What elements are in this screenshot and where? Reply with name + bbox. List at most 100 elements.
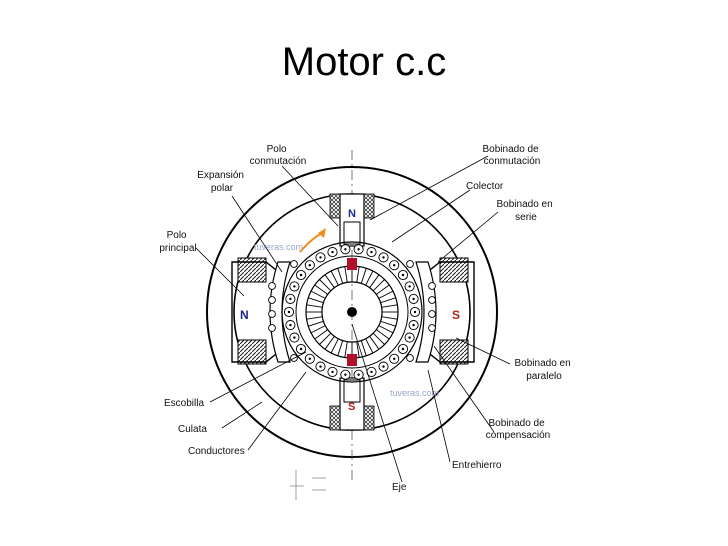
commutator-segment xyxy=(378,290,394,299)
commutation-pole-top-bar xyxy=(343,221,361,245)
pole-letter-n-left: N xyxy=(240,308,249,322)
commutator-segment xyxy=(376,329,390,340)
label-eje: Eje xyxy=(392,482,407,493)
commutator-segment xyxy=(319,332,332,345)
faint-mark xyxy=(290,470,326,500)
watermark-bottom: tuveras.com xyxy=(390,388,439,398)
conductor-dot xyxy=(293,336,296,339)
conductor-dot xyxy=(382,365,385,368)
brush-top xyxy=(347,258,357,270)
label-polo-conmutacion: Polo conmutación xyxy=(250,144,307,167)
commutation-pole-bottom xyxy=(329,377,375,431)
commutator-segment xyxy=(372,279,385,292)
commutator-segment xyxy=(356,266,360,283)
armature-outer xyxy=(281,241,423,383)
conductor-dot xyxy=(370,250,373,254)
commutator-segment xyxy=(306,316,323,320)
commutator-segment xyxy=(337,340,344,356)
commutator-segment xyxy=(381,304,398,308)
compensation-conductor xyxy=(428,324,436,332)
conductor-dot xyxy=(331,250,334,254)
compensation-conductor xyxy=(406,260,414,268)
shaft-dot xyxy=(347,307,357,317)
conductor-dot xyxy=(401,273,405,277)
compensation-winding xyxy=(268,260,436,362)
compensation-conductor xyxy=(428,310,436,318)
commutator-segment xyxy=(306,304,323,308)
label-polo-principal: Polo principal xyxy=(159,230,196,254)
label-bobinado-paralelo: Bobinado en paralelo xyxy=(515,358,574,382)
label-bobinado-serie: Bobinado en serie xyxy=(497,199,556,223)
commutator-segment xyxy=(319,279,332,292)
conductor-dot xyxy=(357,373,360,376)
slide-title: Motor c.c xyxy=(281,40,447,84)
commutator-segment xyxy=(365,270,374,286)
commutator-segment xyxy=(337,268,344,284)
commutator-segment xyxy=(369,336,380,350)
compensation-conductor xyxy=(268,296,276,304)
compensation-conductor xyxy=(268,282,276,290)
conductor-dot xyxy=(393,264,396,267)
conductor-dot xyxy=(299,347,303,351)
main-pole-right xyxy=(415,257,475,365)
commutator-segment xyxy=(365,338,374,354)
compensation-conductor xyxy=(268,324,276,332)
commutator-segment xyxy=(380,320,396,327)
conductor-dot xyxy=(331,370,334,374)
conductor-dot xyxy=(287,310,291,314)
watermark-top: tuveras.com xyxy=(254,242,303,252)
conductor-dot xyxy=(308,357,311,360)
commutator-segment xyxy=(314,284,328,295)
brush-bottom xyxy=(347,354,357,366)
conductor-dot xyxy=(412,297,415,301)
commutator-segment xyxy=(360,340,367,356)
commutator-segment xyxy=(324,336,335,350)
label-bobinado-compensacion: Bobinado de compensación xyxy=(486,418,550,441)
commutation-pole-bottom-bar xyxy=(343,379,361,403)
commutator-segment xyxy=(356,341,360,358)
conductor-dot xyxy=(319,365,322,368)
commutator-segment xyxy=(344,266,348,283)
label-conductores: Conductores xyxy=(188,446,245,457)
conductors-ring xyxy=(283,244,421,380)
commutator-segment xyxy=(330,338,339,354)
commutator-segment xyxy=(308,297,324,304)
commutator-segment xyxy=(310,325,326,334)
label-entrehierro: Entrehierro xyxy=(452,460,502,471)
rotation-arrow-head xyxy=(318,228,326,238)
pole-letter-s-right: S xyxy=(452,308,460,322)
conductor-dot xyxy=(344,373,347,376)
conductor-dot xyxy=(412,323,415,327)
conductor-dot xyxy=(308,264,311,267)
commutator-segment xyxy=(344,341,348,358)
compensation-conductor xyxy=(428,282,436,290)
leader-lines xyxy=(195,155,511,483)
conductor-dot xyxy=(299,273,303,277)
conductor-dot xyxy=(382,256,385,259)
commutator-segment xyxy=(372,332,385,345)
commutator-segment xyxy=(308,320,324,327)
conductor-dot xyxy=(289,323,292,327)
compensation-conductor xyxy=(406,354,414,362)
conductor-dot xyxy=(344,248,347,251)
conductor-dot xyxy=(319,256,322,259)
conductor-dot xyxy=(370,370,373,374)
compensation-conductor xyxy=(268,310,276,318)
main-pole-left xyxy=(231,257,291,365)
label-culata: Culata xyxy=(178,424,207,435)
commutator-segment xyxy=(369,274,380,288)
commutator-segment xyxy=(380,297,396,304)
commutator-segment xyxy=(324,274,335,288)
commutator-segment xyxy=(360,268,367,284)
commutator-segment xyxy=(381,316,398,320)
label-colector: Colector xyxy=(466,181,504,192)
commutator-segment xyxy=(310,290,326,299)
label-expansion-polar: Expansión polar xyxy=(197,170,246,194)
commutator-segment xyxy=(330,270,339,286)
conductor-dot xyxy=(393,357,396,360)
label-escobilla: Escobilla xyxy=(164,398,204,409)
commutator-segment xyxy=(376,284,390,295)
compensation-conductor xyxy=(290,260,298,268)
commutator-segments xyxy=(306,266,398,358)
compensation-conductor xyxy=(428,296,436,304)
